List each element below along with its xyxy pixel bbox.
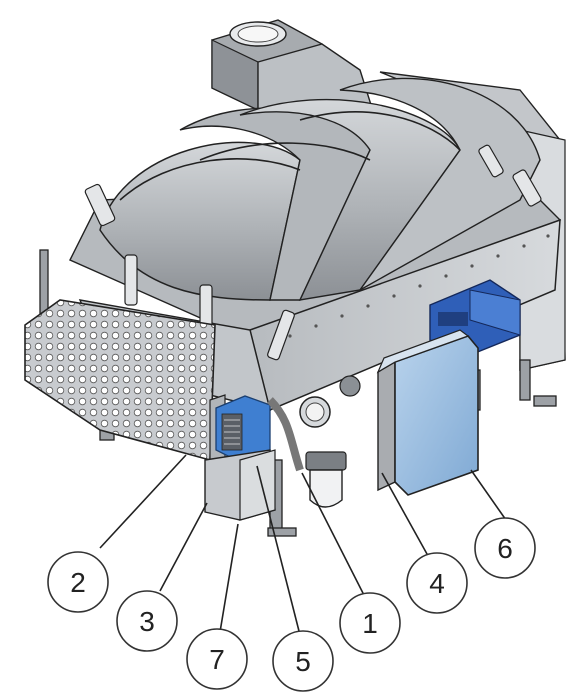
leader-lines [99, 454, 507, 636]
gauge-filter-assembly [267, 375, 361, 508]
control-panel [376, 329, 479, 496]
lid-latches [84, 144, 542, 361]
callout-label-5: 5 [295, 646, 311, 677]
callout-4: 4 [406, 552, 468, 614]
perforated-guard [24, 299, 226, 462]
callout-5: 5 [272, 630, 334, 692]
callout-label-6: 6 [497, 533, 513, 564]
fan-unit [215, 395, 271, 463]
callout-2: 2 [47, 551, 109, 613]
callout-label-4: 4 [429, 568, 445, 599]
callout-6: 6 [474, 517, 536, 579]
domed-lid [99, 77, 541, 301]
callout-3: 3 [116, 590, 178, 652]
callout-label-2: 2 [70, 567, 86, 598]
lower-box [204, 449, 276, 521]
callout-label-3: 3 [139, 606, 155, 637]
callout-7: 7 [186, 628, 248, 690]
callout-label-7: 7 [209, 644, 225, 675]
callout-1: 1 [339, 592, 401, 654]
callout-label-1: 1 [362, 608, 378, 639]
